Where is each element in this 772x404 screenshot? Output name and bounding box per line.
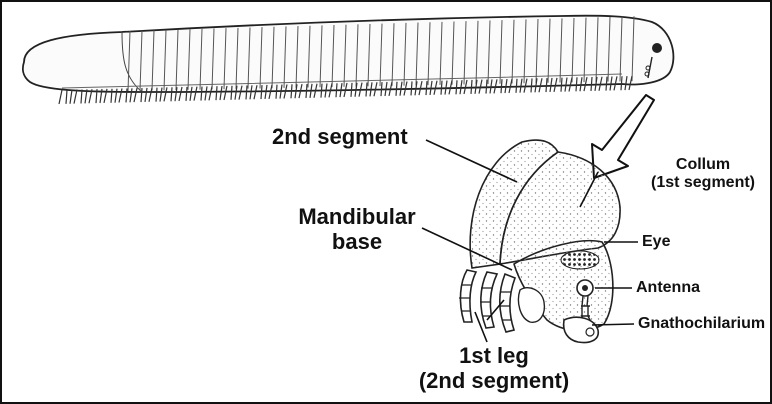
label-gnathochilarium: Gnathochilarium <box>638 315 765 333</box>
label-collum: Collum (1st segment) <box>638 156 768 192</box>
millipede-head <box>459 140 620 342</box>
label-antenna: Antenna <box>636 279 700 297</box>
label-2nd-segment: 2nd segment <box>272 125 408 150</box>
eye-cluster-icon <box>561 251 599 269</box>
label-1st-leg-note: (2nd segment) <box>404 369 584 394</box>
label-1st-leg: 1st leg (2nd segment) <box>404 344 584 393</box>
body-eye-icon <box>652 43 662 53</box>
label-collum-title: Collum <box>638 156 768 174</box>
label-eye: Eye <box>642 233 670 251</box>
label-1st-leg-title: 1st leg <box>404 344 584 369</box>
label-mandibular-title: Mandibular <box>292 205 422 230</box>
millipede-body <box>23 16 674 104</box>
label-mandibular-base-word: base <box>292 230 422 255</box>
label-mandibular-base: Mandibular base <box>292 205 422 254</box>
label-collum-note: (1st segment) <box>638 174 768 192</box>
